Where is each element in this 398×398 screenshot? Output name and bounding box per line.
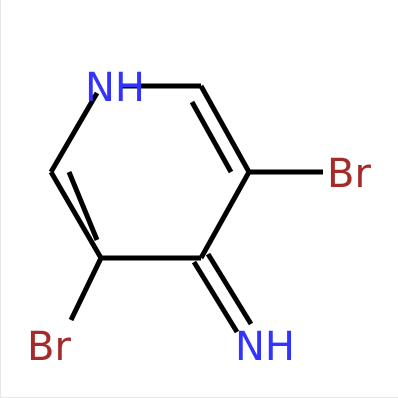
bromine-right-label: Br — [327, 151, 371, 197]
bond-c2-c3-inner — [189, 100, 234, 174]
bromine-left-label: Br — [27, 324, 71, 370]
ring-nitrogen-label: NH — [85, 65, 145, 111]
bond-c4-imine-a — [191, 260, 240, 334]
bond-c4-imine-b — [205, 252, 254, 326]
bond-c6-nring — [48, 91, 100, 174]
bond-c5-br — [68, 256, 104, 322]
bond-c2-c3 — [198, 84, 252, 174]
bond-c3-c4 — [198, 170, 252, 260]
imine-nitrogen-label: NH — [235, 324, 295, 370]
bond-c5-c6-inner — [66, 171, 100, 241]
bond-c5-c6 — [48, 170, 104, 260]
